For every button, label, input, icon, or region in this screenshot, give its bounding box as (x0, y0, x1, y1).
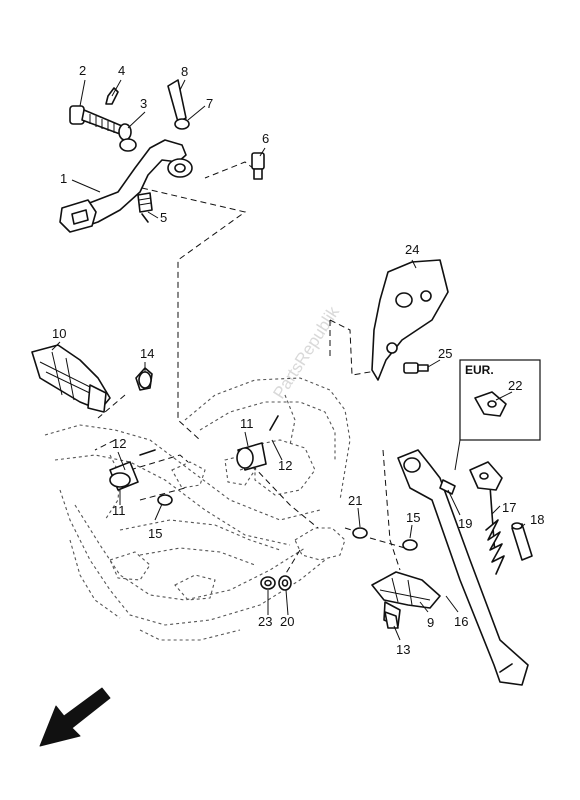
heel-guard (371, 259, 449, 381)
callout-7: 7 (206, 96, 213, 111)
callout-16: 16 (454, 614, 468, 629)
callout-labels: 2 4 3 8 7 6 1 5 24 10 14 25 EUR. 22 11 1… (52, 63, 544, 657)
spring-collar (511, 522, 533, 561)
callout-24: 24 (405, 242, 419, 257)
sidestand-spring (485, 485, 505, 575)
callout-4: 4 (118, 63, 125, 78)
callout-2: 2 (79, 63, 86, 78)
callout-6: 6 (262, 131, 269, 146)
return-spring (137, 192, 153, 223)
callout-13: 13 (396, 642, 410, 657)
callout-9: 9 (427, 615, 434, 630)
callout-15-left: 15 (148, 526, 162, 541)
callout-25: 25 (438, 346, 452, 361)
footrest-pin-right (236, 415, 279, 471)
frame-outline (44, 377, 351, 641)
callout-leaders (51, 79, 526, 641)
callout-14: 14 (140, 346, 154, 361)
callout-11-left: 11 (112, 503, 126, 518)
washer-15-right (402, 539, 418, 551)
callout-17: 17 (502, 500, 516, 515)
split-pin-8 (167, 79, 187, 123)
pivot-bolt-19 (439, 479, 456, 495)
pivot-bolt (69, 105, 123, 135)
sidestand (397, 449, 529, 686)
callout-1: 1 (60, 171, 67, 186)
footrest-pin-left (109, 449, 156, 491)
callout-3: 3 (140, 96, 147, 111)
arrow-down-left-icon (39, 687, 111, 747)
callout-20: 20 (280, 614, 294, 629)
callout-8: 8 (181, 64, 188, 79)
bolt-25 (403, 362, 429, 374)
region-label-eur: EUR. (465, 363, 494, 377)
callout-5: 5 (160, 210, 167, 225)
footrest-spring (135, 367, 153, 391)
callout-12-left: 12 (112, 436, 126, 451)
washer-15-left (157, 494, 173, 506)
washer-7 (174, 118, 190, 130)
footrest-left (31, 344, 111, 413)
sensor-plate (469, 461, 503, 491)
washers-3 (118, 123, 137, 152)
eur-leader (454, 439, 461, 471)
callout-18: 18 (530, 512, 544, 527)
callout-11-right: 11 (240, 416, 254, 431)
clip-13 (384, 611, 399, 629)
callout-12-right: 12 (278, 458, 292, 473)
clevis-pin-6 (251, 152, 265, 180)
eur-bracket (459, 359, 541, 441)
callout-10: 10 (52, 326, 66, 341)
nut-23 (260, 576, 276, 590)
watermark: PartsRepublik (269, 303, 343, 403)
collar-21 (352, 527, 368, 539)
brake-pedal (59, 139, 193, 233)
callout-22: 22 (508, 378, 522, 393)
washer-20 (278, 575, 292, 591)
callout-23: 23 (258, 614, 272, 629)
callout-15-right: 15 (406, 510, 420, 525)
callout-19: 19 (458, 516, 472, 531)
callout-21: 21 (348, 493, 362, 508)
